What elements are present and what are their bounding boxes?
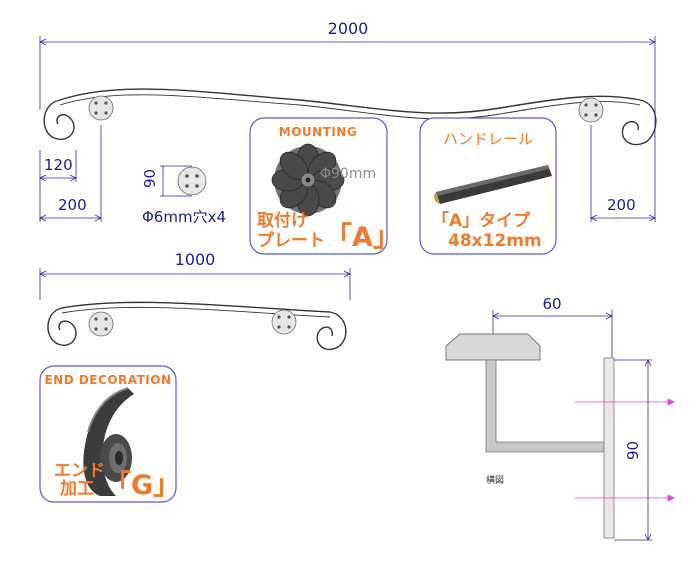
side-width-label: 60 — [542, 295, 561, 313]
handrail-type-label: 「A」タイプ — [432, 210, 531, 231]
side-height-label: 90 — [624, 441, 642, 460]
mounting-label-line1: 取付け — [257, 210, 308, 231]
short-mounting-plate-left — [88, 311, 114, 337]
handrail-card-title: ハンドレール — [443, 130, 533, 148]
mounting-diameter: Φ90mm — [320, 166, 376, 182]
dimension-1000-label: 1000 — [175, 250, 216, 269]
end-label-line1: エンド — [54, 461, 105, 481]
dimension-2000 — [39, 36, 656, 110]
mounting-card — [249, 117, 388, 255]
mounting-plate-right — [578, 97, 604, 123]
dimension-200-right-label: 200 — [607, 196, 636, 214]
handrail-card — [419, 117, 557, 255]
dimension-120-label: 120 — [44, 156, 73, 174]
dimension-offsets-left — [39, 125, 102, 222]
mounting-card-title: MOUNTING — [279, 125, 357, 139]
end-scroll-icon — [83, 387, 134, 496]
side-view — [445, 310, 675, 541]
dimension-2000-label: 2000 — [328, 19, 369, 38]
end-decoration-card — [39, 365, 177, 503]
hole-note: Φ6mm穴x4 — [142, 208, 226, 226]
side-view-label: 横図 — [486, 474, 504, 486]
plate-detail — [160, 165, 207, 197]
long-railing — [43, 88, 657, 146]
mounting-plate-left — [88, 95, 114, 121]
dimension-1000 — [39, 268, 351, 300]
handrail-bar-icon — [433, 165, 552, 204]
mounting-label-line2: プレート — [257, 230, 325, 251]
end-code: 「G」 — [104, 469, 180, 501]
flower-plate-icon — [271, 143, 345, 217]
end-card-title: END DECORATION — [44, 373, 171, 387]
short-mounting-plate-right — [271, 309, 297, 335]
plate-height-label: 90 — [141, 169, 159, 188]
mounting-code: 「A」 — [325, 221, 400, 253]
handrail-size: 48x12mm — [448, 231, 542, 251]
dimension-offset-right — [590, 110, 656, 222]
end-label-line2: 加工 — [59, 479, 94, 499]
dimension-200-left-label: 200 — [58, 196, 87, 214]
